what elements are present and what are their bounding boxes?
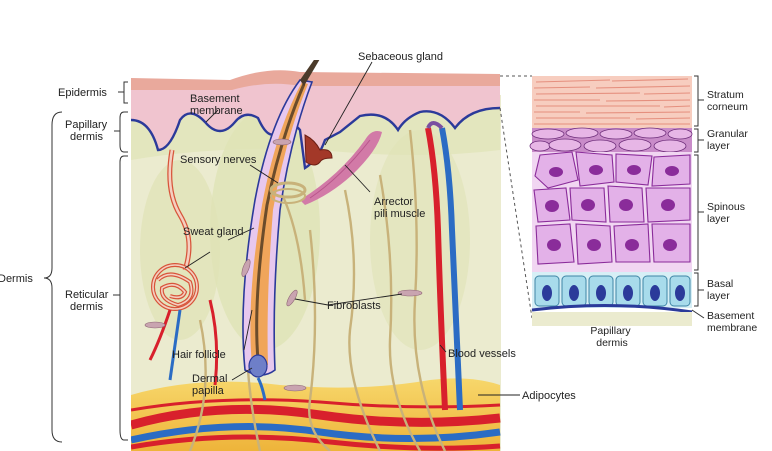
label-basal-layer: Basal layer [707,278,736,302]
label-fibroblasts: Fibroblasts [327,300,381,312]
label-adipocytes: Adipocytes [522,390,576,402]
ascending-artery [425,127,448,411]
label-sensory-nerves: Sensory nerves [180,154,257,166]
basal-nuclei [542,285,685,301]
sebaceous-gland [304,134,333,166]
epidermis-inset [529,76,693,326]
label-hair-follicle: Hair follicle [172,349,226,361]
left-brackets [43,81,128,443]
right-brackets [691,75,705,319]
deep-vein-plexus [131,423,501,444]
inset-basement-membrane [531,303,693,314]
epidermis-surface [131,70,500,90]
hair-shaft [300,60,320,86]
epidermis [131,73,500,168]
label-dermal-papilla: Dermal papilla [192,373,231,397]
leader-lines [184,61,520,396]
label-inset-papillary-dermis: Papillary dermis [590,325,633,349]
skin-cross-section [131,60,501,451]
dermal-papilla-body [248,354,268,378]
inset-papillary-dermis [532,312,692,326]
label-reticular-dermis-bracket: Reticular dermis [65,289,111,313]
spinous-nuclei [545,165,679,251]
label-epidermis-bracket: Epidermis [58,87,107,99]
label-spinous-layer: Spinous layer [707,201,748,225]
arrector-pili-muscle [300,131,382,205]
label-granular-layer: Granular layer [707,128,751,152]
sweat-gland-coil [151,263,199,311]
label-stratum-corneum: Stratum corneum [707,89,748,113]
label-blood-vessels: Blood vessels [448,348,516,360]
ascending-vein [439,127,463,411]
fibroblast-cells [144,138,423,392]
label-basement-membrane: Basement membrane [190,93,243,117]
zoom-connector [499,75,533,319]
label-sebaceous-gland: Sebaceous gland [358,51,443,63]
label-inset-basement-membrane: Basement membrane [707,310,757,334]
label-arrector-pili-muscle: Arrector pili muscle [374,196,425,220]
deep-artery-plexus [131,404,501,430]
label-sweat-gland: Sweat gland [183,226,244,238]
hair-follicle [242,79,314,378]
stratum-corneum-band [532,76,692,128]
label-papillary-dermis-bracket: Papillary dermis [65,119,110,143]
sensory-nerve-ring [269,181,307,199]
label-dermis-bracket: Dermis [0,273,33,285]
